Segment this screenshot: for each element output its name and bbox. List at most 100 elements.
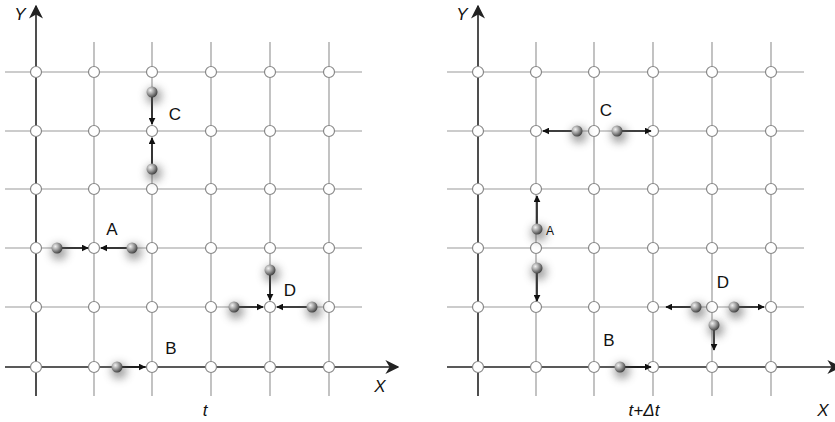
lattice-node [324,302,335,313]
lattice-node [206,184,217,195]
grid-line [652,42,653,396]
lattice-node [589,67,600,78]
lattice-node [89,243,100,254]
lattice-node [589,243,600,254]
lattice-node [324,126,335,137]
particle [572,126,583,137]
lattice-node [589,302,600,313]
lattice-node [147,126,158,137]
lattice-node [531,243,542,254]
lattice-node [531,67,542,78]
lattice-node [473,126,484,137]
lattice-node [589,184,600,195]
lattice-node [648,184,659,195]
lattice-node [206,67,217,78]
lattice-node [766,302,777,313]
particle [729,302,740,313]
axis-label: X [817,402,828,419]
lattice-node [147,67,158,78]
lattice-node [324,184,335,195]
lattice-node [473,302,484,313]
grid-line [328,42,329,396]
lattice-node [766,67,777,78]
grid-line [593,42,594,396]
lattice-node [473,184,484,195]
site-label: A [546,225,554,237]
particle [127,243,138,254]
particle [612,126,623,137]
lattice-node [766,243,777,254]
site-label: A [106,221,117,238]
particle [112,362,123,373]
lattice-node [147,184,158,195]
lattice-node [766,126,777,137]
x-axis [5,366,398,368]
site-label: C [169,106,181,123]
lattice-node [147,302,158,313]
grid-line [711,42,712,396]
lattice-node [31,243,42,254]
lattice-node [707,126,718,137]
lattice-node [707,362,718,373]
lattice-node [707,184,718,195]
axis-label: X [374,378,385,395]
lattice-node [473,67,484,78]
lattice-node [324,362,335,373]
lattice-node [648,302,659,313]
particle [615,362,626,373]
grid-line [93,42,94,396]
lattice-node [589,362,600,373]
lattice-node [206,362,217,373]
grid-line [770,42,771,396]
lattice-node [265,243,276,254]
axis-label: Y [14,6,25,23]
y-axis [35,6,37,396]
grid-line [210,42,211,396]
lattice-node [707,302,718,313]
lattice-node [707,243,718,254]
lattice-node [31,362,42,373]
lattice-node [707,67,718,78]
lattice-node [265,184,276,195]
lattice-node [31,67,42,78]
lattice-node [473,243,484,254]
lattice-node [31,302,42,313]
time-label: t [203,402,208,419]
axis-label: Y [456,6,467,23]
particle [265,265,276,276]
site-label: B [165,340,176,357]
lattice-node [766,362,777,373]
particle [229,302,240,313]
lattice-node [473,362,484,373]
lattice-node [531,302,542,313]
lattice-node [206,302,217,313]
lattice-node [89,302,100,313]
lattice-node [31,184,42,195]
lattice-node [265,67,276,78]
lattice-node [324,243,335,254]
lattice-node [531,362,542,373]
lattice-node [206,126,217,137]
lattice-node [265,302,276,313]
lattice-node [531,184,542,195]
particle [691,302,702,313]
particle [147,164,158,175]
particle [52,243,63,254]
particle [532,263,543,274]
grid-line [447,71,804,72]
particle [307,302,318,313]
lattice-node [206,243,217,254]
particle [147,87,158,98]
lattice-node [31,126,42,137]
lattice-node [265,362,276,373]
grid-line [269,42,270,396]
grid-line [535,42,536,396]
grid-line [5,71,362,72]
lattice-node [89,184,100,195]
particle [532,224,543,235]
lattice-node [89,126,100,137]
lattice-node [531,126,542,137]
lattice-node [589,126,600,137]
lattice-node [89,362,100,373]
